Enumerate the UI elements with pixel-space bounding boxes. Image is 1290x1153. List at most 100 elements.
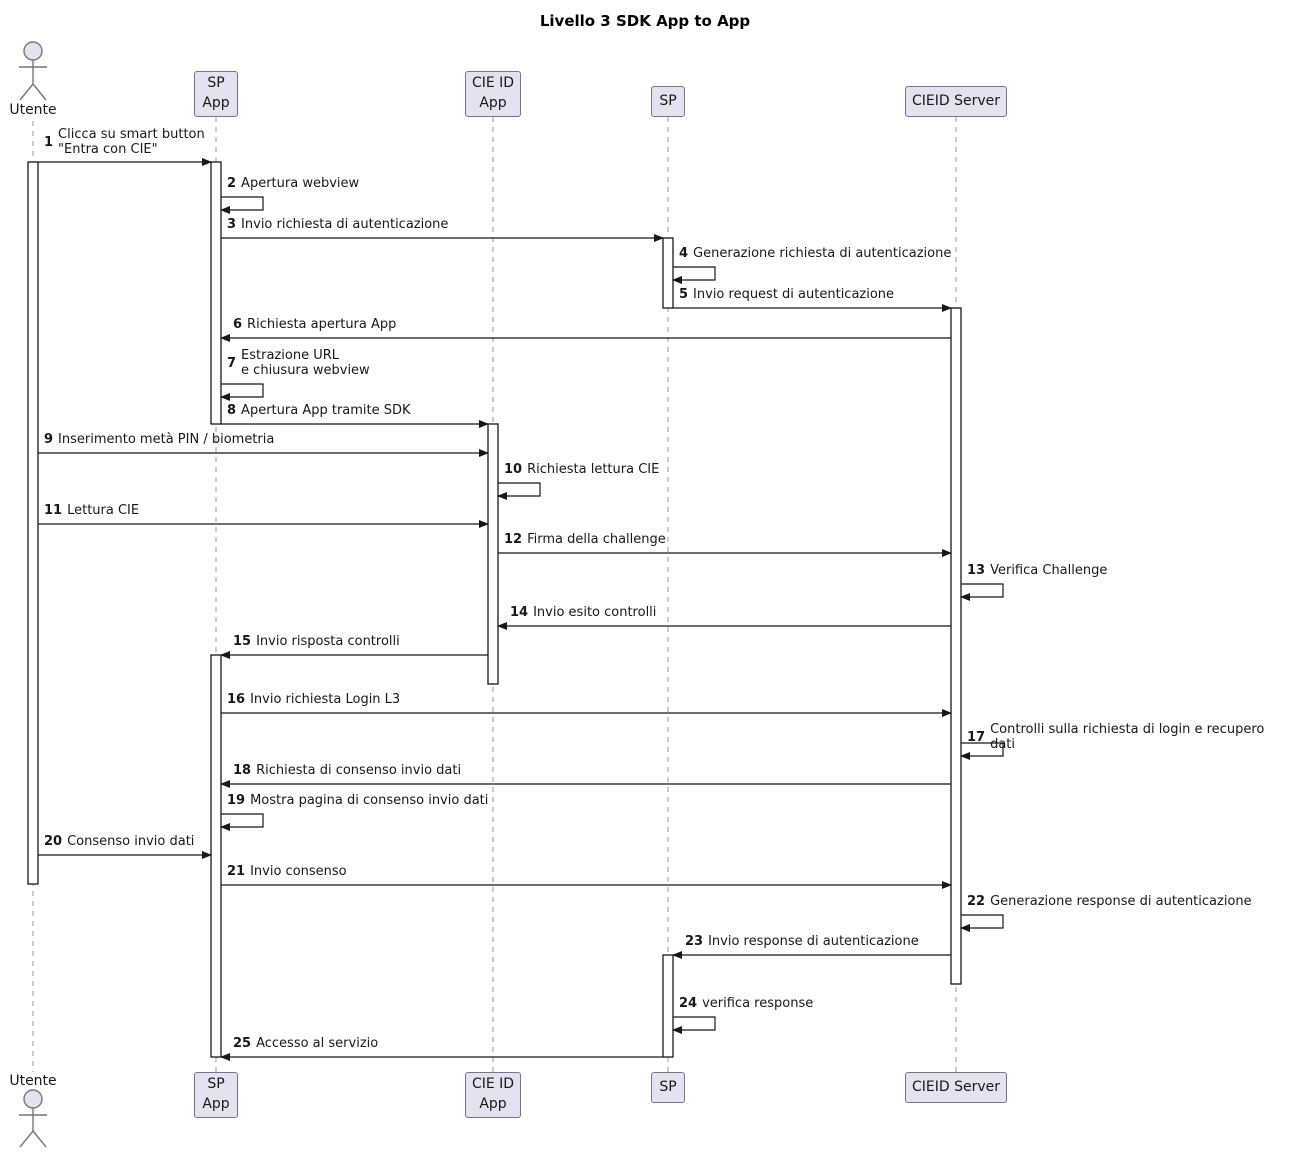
message-number: 1	[44, 134, 54, 150]
message-text: Accesso al servizio	[256, 1036, 379, 1051]
message-label-16: 16 Invio richiesta Login L3	[227, 692, 400, 707]
message-number: 22	[967, 894, 986, 909]
arrow-msg-19-self	[220, 813, 264, 831]
message-number: 24	[679, 996, 698, 1011]
participant-cieid-server-top: CIEID Server	[905, 86, 1007, 117]
participant-cie-id-app-bottom: CIE ID App	[465, 1072, 521, 1118]
message-label-21: 21 Invio consenso	[227, 864, 347, 879]
message-text: Richiesta lettura CIE	[527, 462, 660, 477]
message-number: 14	[510, 605, 529, 620]
participant-label: SP App	[202, 1076, 230, 1112]
message-label-15: 15 Invio risposta controlli	[233, 634, 400, 649]
message-text: Mostra pagina di consenso invio dati	[250, 793, 489, 808]
participant-label: SP	[659, 92, 677, 109]
participant-sp-bottom: SP	[651, 1072, 685, 1103]
actor-figure-top	[19, 41, 47, 101]
message-text: Invio esito controlli	[533, 605, 657, 620]
message-label-3: 3 Invio richiesta di autenticazione	[227, 217, 448, 232]
participant-label: CIE ID App	[471, 75, 515, 111]
message-text: Apertura webview	[241, 176, 360, 191]
actor-head-icon	[23, 1089, 43, 1109]
activation-utente	[27, 161, 39, 885]
message-number: 12	[504, 532, 523, 547]
message-text: verifica response	[702, 996, 814, 1011]
message-text: Invio consenso	[250, 864, 347, 879]
message-number: 16	[227, 692, 246, 707]
arrow-msg-17-self	[960, 742, 1004, 760]
actor-label-bottom: Utente	[0, 1073, 78, 1089]
message-label-12: 12 Firma della challenge	[504, 532, 666, 547]
activation-bars	[27, 161, 962, 1058]
message-number: 19	[227, 793, 246, 808]
activation-sp-app-1	[210, 161, 222, 425]
message-number: 15	[233, 634, 252, 649]
lifelines	[32, 117, 957, 1072]
participant-cie-id-app-top: CIE ID App	[465, 71, 521, 117]
message-number: 23	[685, 934, 704, 949]
activation-sp-2	[662, 954, 674, 1058]
message-text: Consenso invio dati	[67, 834, 195, 849]
message-label-20: 20 Consenso invio dati	[44, 834, 194, 849]
message-text: Generazione richiesta di autenticazione	[693, 246, 952, 261]
participant-sp-top: SP	[651, 86, 685, 117]
arrow-msg-2-self	[220, 196, 264, 214]
activation-sp-1	[662, 237, 674, 309]
message-label-25: 25 Accesso al servizio	[233, 1036, 378, 1051]
message-text: Apertura App tramite SDK	[241, 403, 411, 418]
message-text: Firma della challenge	[527, 532, 666, 547]
message-text: Inserimento metà PIN / biometria	[58, 432, 275, 447]
arrow-msg-13-self	[960, 583, 1004, 601]
message-label-9: 9 Inserimento metà PIN / biometria	[44, 432, 274, 447]
message-text: Estrazione URL e chiusura webview	[241, 348, 370, 378]
message-label-19: 19 Mostra pagina di consenso invio dati	[227, 793, 488, 808]
message-number: 9	[44, 432, 54, 447]
message-text: Invio response di autenticazione	[708, 934, 919, 949]
message-text: Invio richiesta di autenticazione	[241, 217, 449, 232]
message-number: 21	[227, 864, 246, 879]
message-label-8: 8 Apertura App tramite SDK	[227, 403, 411, 418]
message-label-24: 24 verifica response	[679, 996, 813, 1011]
actor-figure-bottom	[19, 1089, 47, 1148]
message-label-22: 22 Generazione response di autenticazione	[967, 894, 1252, 909]
message-text: Clicca su smart button "Entra con CIE"	[58, 127, 205, 157]
message-arrows	[38, 158, 1004, 1061]
message-number: 25	[233, 1036, 252, 1051]
message-text: Generazione response di autenticazione	[990, 894, 1252, 909]
arrow-msg-7-self	[220, 383, 264, 401]
message-text: Lettura CIE	[67, 503, 140, 518]
message-text: Controlli sulla richiesta di login e rec…	[990, 722, 1265, 752]
activation-sp-app-2	[210, 654, 222, 1058]
actor-name: Utente	[9, 102, 57, 118]
message-label-23: 23 Invio response di autenticazione	[685, 934, 919, 949]
arrow-msg-24-self	[672, 1016, 716, 1034]
arrow-msg-10-self	[497, 482, 541, 500]
participant-sp-app-top: SP App	[194, 71, 238, 117]
message-text: Richiesta apertura App	[247, 317, 397, 332]
message-text: Invio risposta controlli	[256, 634, 400, 649]
message-text: Invio richiesta Login L3	[250, 692, 401, 707]
participant-label: CIE ID App	[471, 1076, 515, 1112]
message-text: Richiesta di consenso invio dati	[256, 763, 462, 778]
participant-label: SP	[659, 1078, 677, 1095]
message-number: 3	[227, 217, 237, 232]
message-number: 8	[227, 403, 237, 418]
message-number: 20	[44, 834, 63, 849]
activation-cieid-server	[950, 307, 962, 985]
message-number: 13	[967, 563, 986, 578]
participant-sp-app-bottom: SP App	[194, 1072, 238, 1118]
participant-label: CIEID Server	[911, 1078, 1001, 1095]
participant-label: CIEID Server	[911, 92, 1001, 109]
arrow-msg-4-self	[672, 266, 716, 284]
activation-cie-id-app	[487, 423, 499, 685]
message-number: 11	[44, 503, 63, 518]
message-label-11: 11 Lettura CIE	[44, 503, 139, 518]
